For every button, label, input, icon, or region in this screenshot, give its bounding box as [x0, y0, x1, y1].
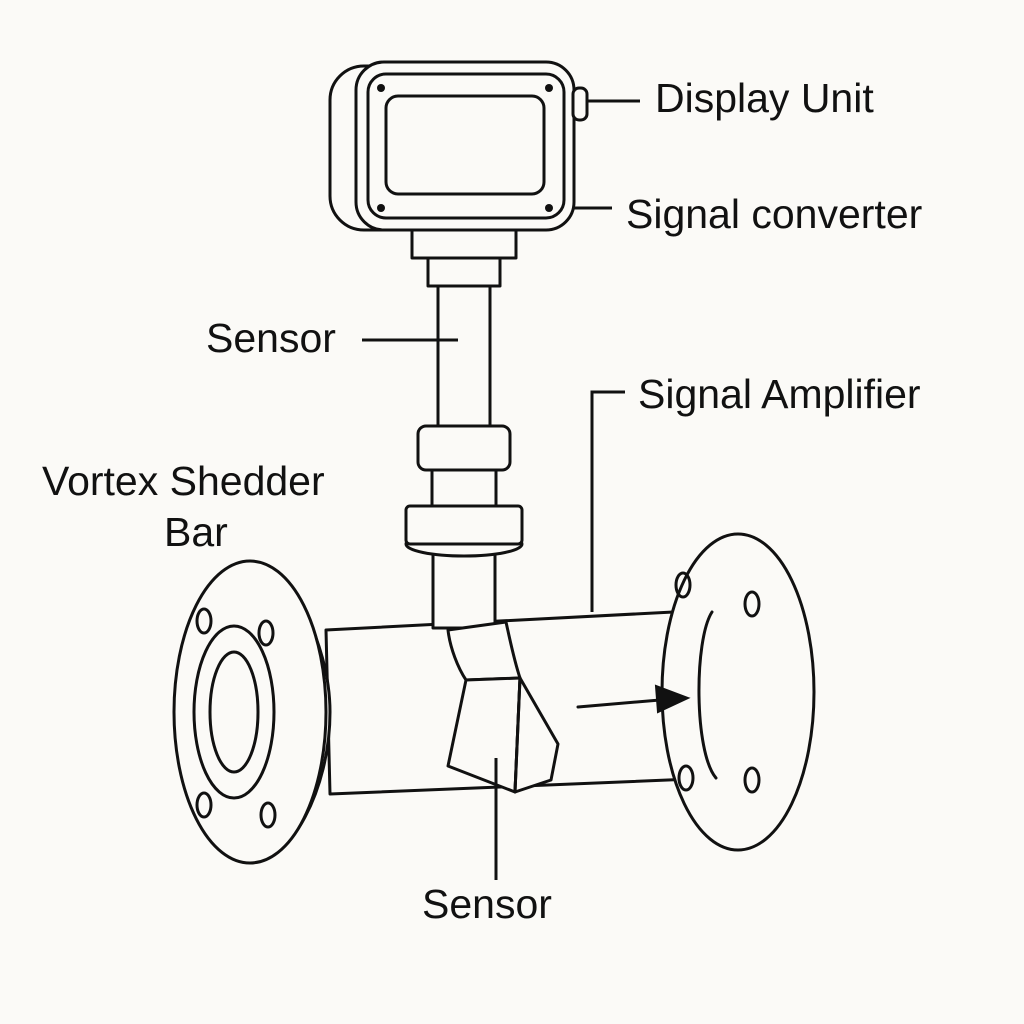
bolt-hole: [743, 766, 761, 794]
screw-icon: [545, 204, 553, 212]
flow-direction-arrow: [576, 684, 691, 714]
bolt-hole: [677, 764, 695, 792]
label-vortex-shedder-line2: Bar: [164, 509, 228, 555]
vortex-shedder-bar: [446, 620, 560, 794]
cable-gland: [571, 86, 589, 122]
pipe-bore-inner: [208, 650, 260, 774]
bolt-hole: [674, 571, 692, 599]
label-signal-amplifier: Signal Amplifier: [638, 371, 921, 417]
label-sensor-bottom: Sensor: [422, 881, 552, 927]
screw-icon: [545, 84, 553, 92]
label-vortex-shedder-line1: Vortex Shedder: [42, 458, 325, 504]
label-sensor-top: Sensor: [206, 315, 336, 361]
left-flange: [172, 559, 332, 865]
transmitter-head: [328, 60, 589, 232]
sensor-stem: [404, 228, 524, 630]
bolt-hole: [259, 801, 277, 829]
pipe-bore-outer: [192, 624, 276, 800]
bolt-hole: [743, 590, 761, 618]
right-flange: [660, 532, 816, 852]
screw-icon: [377, 84, 385, 92]
label-display-unit: Display Unit: [655, 75, 874, 121]
bolt-hole: [195, 607, 213, 635]
label-signal-converter: Signal converter: [626, 191, 922, 237]
display-screen: [384, 94, 546, 196]
bolt-hole: [257, 619, 275, 647]
leader-signal-amplifier: [590, 390, 625, 612]
bolt-hole: [195, 791, 213, 819]
screw-icon: [377, 204, 385, 212]
leader-lines: [362, 99, 640, 880]
